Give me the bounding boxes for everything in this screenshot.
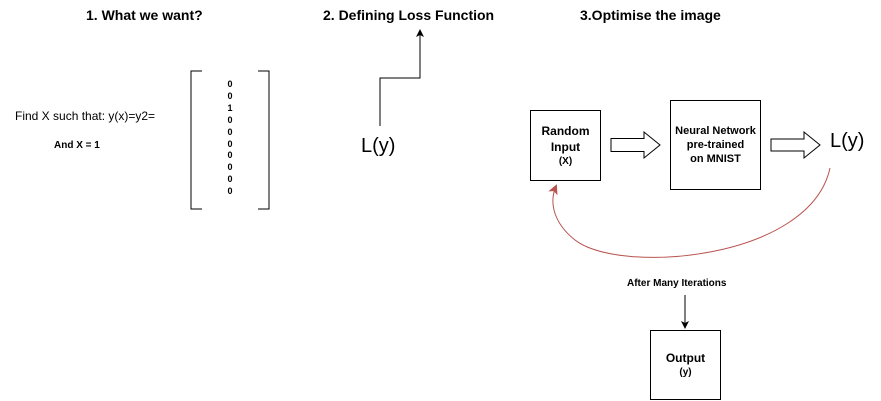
input-to-network-arrow <box>610 130 661 160</box>
condition-text: And X = 1 <box>54 140 100 151</box>
heading-optimise: 3.Optimise the image <box>580 7 721 23</box>
heading-loss-function: 2. Defining Loss Function <box>323 7 495 23</box>
equation-text: Find X such that: y(x)=y2= <box>15 109 156 123</box>
vector-element-5: 0 <box>227 138 233 149</box>
vector-element-0: 0 <box>227 79 233 89</box>
output-line1: Output <box>665 351 706 365</box>
loss-label-section3: L(y) <box>830 130 865 152</box>
heading-what-we-want: 1. What we want? <box>86 7 203 23</box>
vector-element-9: 0 <box>227 186 233 197</box>
neural-network-box: Neural Network pre-trained on MNIST <box>670 100 761 190</box>
vector-element-6: 0 <box>227 150 233 161</box>
iterations-label: After Many Iterations <box>627 278 727 289</box>
random-input-line3: (X) <box>558 155 573 167</box>
vector-element-4: 0 <box>227 126 233 137</box>
random-input-box: Random Input (X) <box>530 110 601 181</box>
vector-element-1: 0 <box>227 90 233 101</box>
one-hot-vector: 0 0 1 0 0 0 0 0 0 0 <box>190 70 270 210</box>
vector-element-8: 0 <box>227 174 233 185</box>
output-line2: (y) <box>679 367 692 378</box>
neural-network-line1: Neural Network <box>675 125 756 137</box>
neural-network-line2: pre-trained <box>686 139 745 151</box>
random-input-line1: Random <box>541 123 590 138</box>
loss-step-arrow <box>379 29 424 126</box>
feedback-arrow <box>548 167 831 258</box>
neural-network-line3: on MNIST <box>690 153 741 165</box>
network-to-loss-arrow <box>770 130 821 160</box>
vector-brackets <box>190 70 270 210</box>
vector-element-3: 0 <box>227 114 233 125</box>
random-input-line2: Input <box>550 139 581 154</box>
output-box: Output (y) <box>650 330 721 400</box>
vector-element-7: 0 <box>227 162 233 173</box>
vector-element-2: 1 <box>227 102 233 113</box>
loss-label-section2: L(y) <box>361 135 396 157</box>
